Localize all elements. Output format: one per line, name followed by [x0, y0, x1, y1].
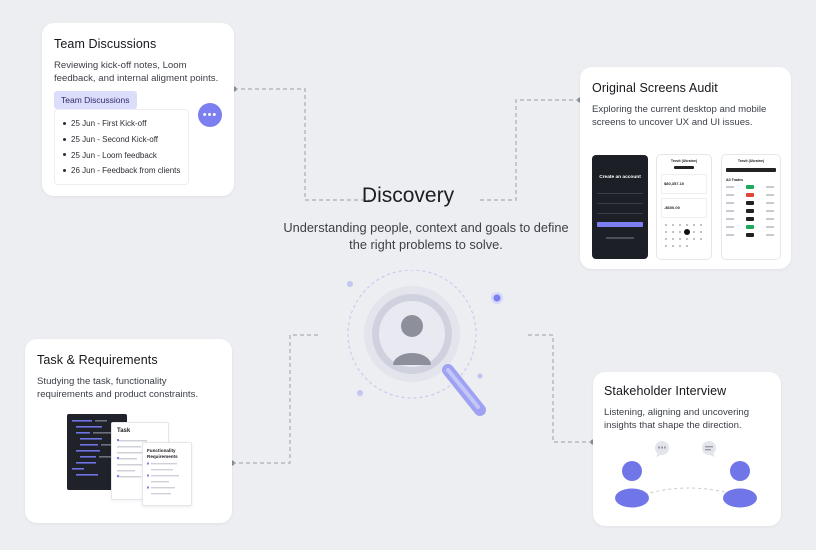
interview-illustration [615, 441, 757, 508]
team-discussions-card: Team Discussions Reviewing kick-off note… [42, 23, 234, 196]
page-subtitle: Understanding people, context and goals … [283, 220, 569, 252]
document-lines [117, 439, 147, 478]
chat-bubble-icon: ••• [198, 103, 222, 127]
document-lines [147, 462, 179, 495]
card-title: Team Discussions [54, 37, 157, 51]
list-item: 25 Jun - Second Kick-off [61, 132, 182, 148]
card-description: Reviewing kick-off notes, Loom feedback,… [54, 60, 219, 84]
list-item: 25 Jun - First Kick-off [61, 116, 182, 132]
screen-heading: Trovit (Ukraine) [737, 159, 765, 163]
screen-thumbnail-trades: Trovit (Ukraine) All Trades [722, 155, 780, 259]
card-description: Exploring the current desktop and mobile… [592, 104, 767, 128]
screen-heading: Trovit (Ukraine) [670, 159, 698, 163]
discussion-list: 25 Jun - First Kick-off 25 Jun - Second … [54, 109, 189, 185]
balance-amount: $80,357.10 [664, 181, 685, 186]
stakeholder-interview-card: Stakeholder Interview Listening, alignin… [593, 372, 781, 526]
speech-bubble-icon [702, 441, 716, 457]
screens-audit-card: Original Screens Audit Exploring the cur… [580, 67, 791, 269]
card-description: Studying the task, functionality require… [37, 376, 199, 400]
trades-list [726, 185, 774, 237]
screen-thumbnail-wallet: Trovit (Ukraine) $80,357.10 -$600.00 [657, 155, 711, 259]
page-title: Discovery [361, 184, 455, 207]
magnifier-user-icon [347, 270, 503, 416]
card-title: Task & Requirements [37, 353, 158, 367]
card-title: Stakeholder Interview [604, 384, 727, 398]
person-icon [615, 461, 649, 508]
list-item: 25 Jun - Loom feedback [61, 148, 182, 164]
screen-thumbnail-signup: Create an account [592, 155, 648, 259]
section-label: All Trades [726, 178, 744, 182]
document-title: Functionality Requirements [147, 448, 178, 459]
task-requirements-card: Task & Requirements Studying the task, f… [25, 339, 232, 523]
functionality-requirements-document: Functionality Requirements [142, 442, 192, 506]
speech-bubble-icon [655, 441, 669, 457]
team-discussions-tag: Team Discussions [54, 91, 137, 109]
change-amount: -$600.00 [664, 205, 680, 210]
document-title: Task [117, 428, 131, 434]
list-item: 26 Jun - Feedback from clients [61, 163, 182, 179]
person-icon [723, 461, 757, 508]
card-title: Original Screens Audit [592, 81, 718, 95]
card-description: Listening, aligning and uncovering insig… [604, 407, 750, 431]
screen-heading: Create an account [599, 175, 641, 180]
calendar-grid [665, 224, 702, 247]
